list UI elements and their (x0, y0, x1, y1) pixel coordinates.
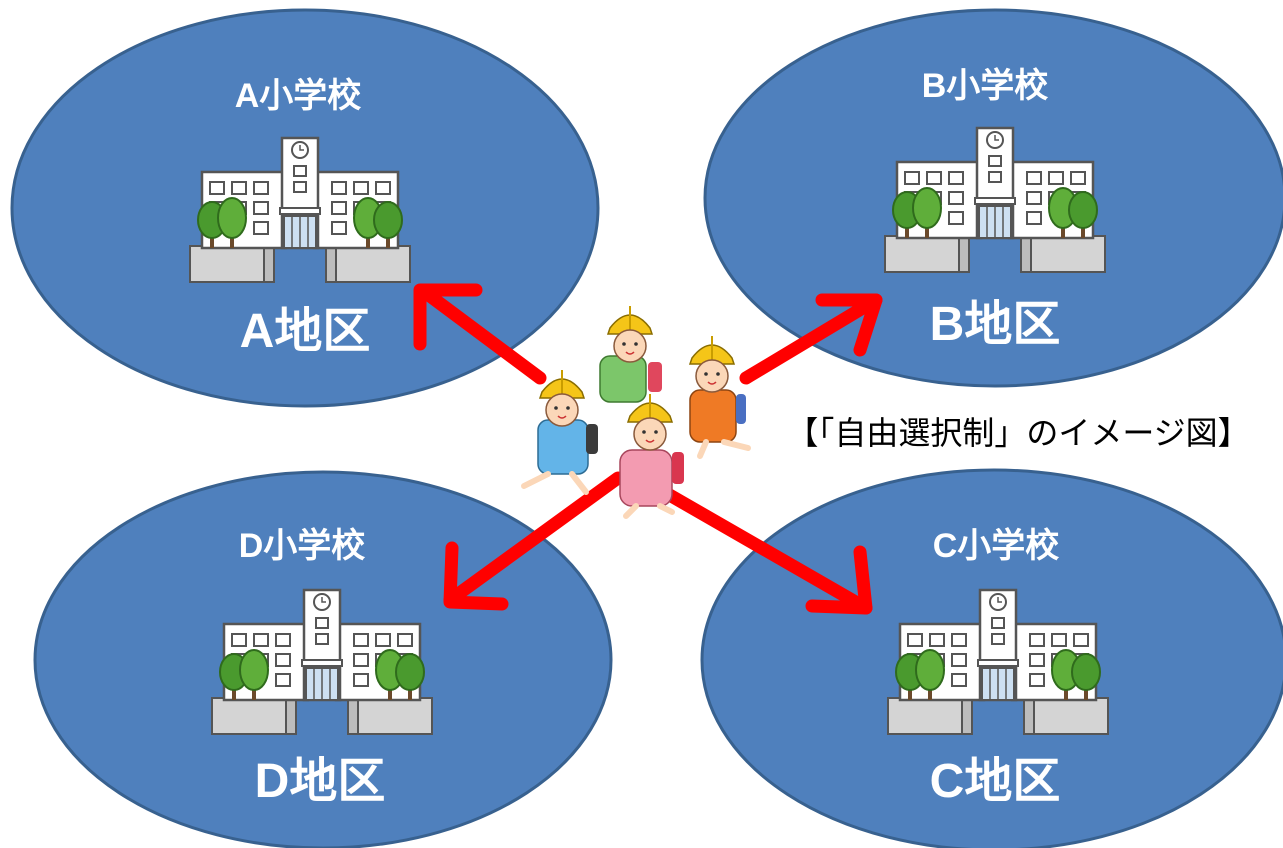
arrow-to-b (739, 293, 883, 385)
school-label-b: B小学校 (922, 66, 1049, 105)
diagram-caption: 【「自由選択制」のイメージ図】 (786, 415, 1249, 451)
area-label-c: C地区 (930, 755, 1061, 808)
arrow-to-c (633, 471, 873, 615)
school-label-c: C小学校 (933, 526, 1060, 565)
area-label-a: A地区 (240, 305, 371, 358)
school-label-a: A小学校 (235, 76, 362, 115)
area-label-d: D地区 (255, 755, 386, 808)
arrow-to-a (413, 283, 547, 385)
arrow-to-d (443, 471, 625, 611)
children-walking-icon (521, 305, 751, 519)
school-label-d: D小学校 (239, 526, 366, 565)
area-label-b: B地区 (930, 298, 1061, 351)
